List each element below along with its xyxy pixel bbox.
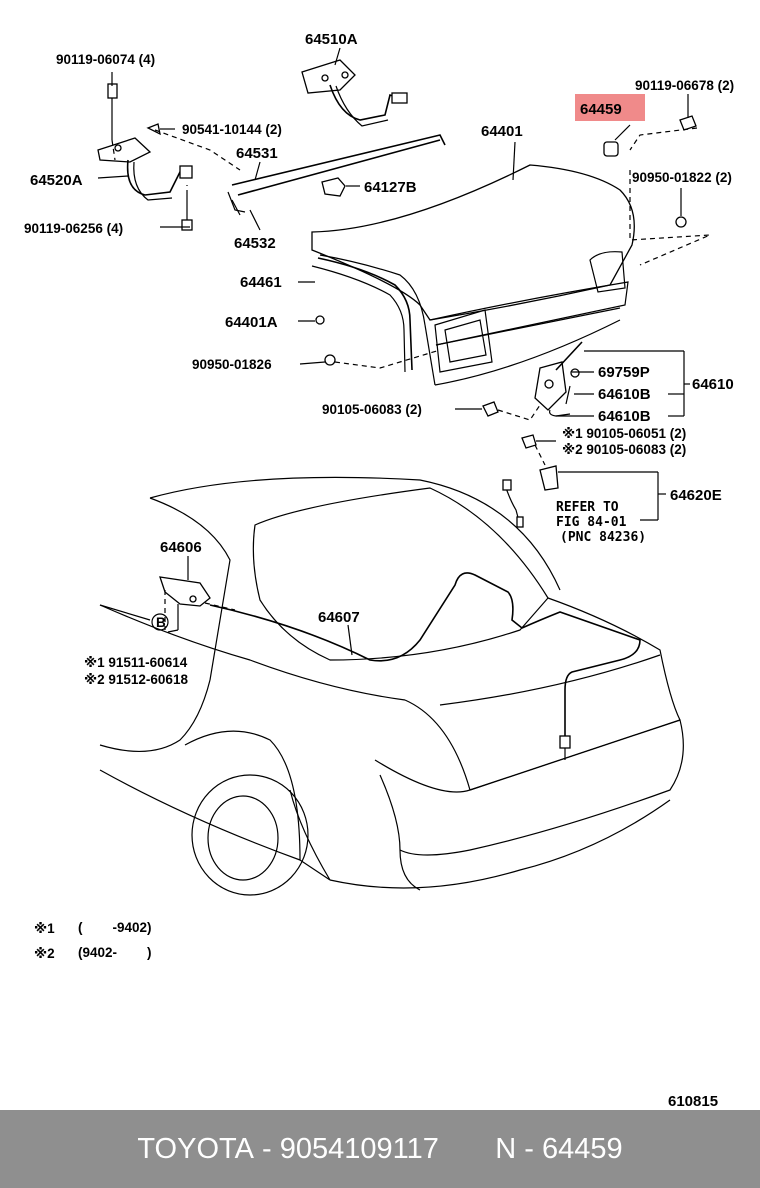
label-90105-06083: 90105-06083 (2) (322, 402, 422, 417)
label-90119-06678: 90119-06678 (2) (635, 78, 734, 93)
separator: - (516, 1132, 542, 1165)
label-64401A: 64401A (225, 314, 278, 331)
label-64532: 64532 (234, 235, 276, 252)
label-64620E: 64620E (670, 487, 722, 504)
label-69759P: 69759P (598, 364, 650, 381)
refer-line-2: FIG 84-01 (556, 515, 627, 530)
parts-diagram: 64510A 90119-06074 (4) 90541-10144 (2) 6… (24, 31, 734, 1110)
label-64610B-upper: 64610B (598, 386, 651, 403)
refer-line-3: (PNC 84236) (560, 530, 646, 545)
weatherstrip-64461 (311, 257, 413, 373)
label-64510A: 64510A (305, 31, 358, 48)
figure-number: 610815 (668, 1093, 718, 1110)
lever-64606 (159, 576, 211, 633)
hinge-64510A (301, 59, 408, 127)
lock-assembly-64610 (534, 341, 583, 417)
highlight-box-64459 (575, 94, 645, 121)
small-hardware (107, 83, 697, 449)
label-64607: 64607 (318, 609, 360, 626)
note-2-mark: ※2 (34, 946, 55, 961)
torsion-bars (227, 134, 446, 216)
note-1-range: ( -9402) (78, 920, 152, 935)
trunk-lid-64401 (311, 164, 635, 386)
part-number: 9054109117 (279, 1132, 439, 1165)
hinge-64520A (97, 137, 193, 201)
label-64461: 64461 (240, 274, 282, 291)
separator: - (253, 1132, 280, 1165)
note-2-range: (9402- ) (78, 945, 152, 960)
label-91511-60614: ※1 91511-60614 (84, 655, 188, 670)
n-label: N (495, 1132, 517, 1165)
label-90105-06051-note: ※1 90105-06051 (2) (562, 426, 686, 441)
label-64606: 64606 (160, 539, 202, 556)
label-64610B-lower: 64610B (598, 408, 651, 425)
label-64520A: 64520A (30, 172, 83, 189)
label-90950-01826: 90950-01826 (192, 357, 272, 372)
label-64401: 64401 (481, 123, 523, 140)
label-64127B: 64127B (364, 179, 417, 196)
label-64459: 64459 (580, 101, 622, 118)
label-90119-06074: 90119-06074 (4) (56, 52, 155, 67)
dashed-lines (111, 127, 711, 630)
note-1-mark: ※1 (34, 921, 55, 936)
release-cable-64607 (209, 572, 641, 760)
b-mark-circle (151, 613, 169, 631)
label-91512-60618: ※2 91512-60618 (84, 672, 188, 687)
label-64610: 64610 (692, 376, 734, 393)
label-90105-06083-note: ※2 90105-06083 (2) (562, 442, 686, 457)
spacer (439, 1133, 495, 1166)
brand-name: TOYOTA (137, 1132, 254, 1165)
label-90950-01822: 90950-01822 (2) (632, 170, 732, 185)
label-90119-06256: 90119-06256 (4) (24, 221, 123, 236)
part-info-footer: TOYOTA - 9054109117 N - 64459 (0, 1110, 760, 1188)
label-90541-10144: 90541-10144 (2) (182, 122, 282, 137)
refer-line-1: REFER TO (556, 500, 619, 515)
striker-64620E (502, 465, 559, 528)
b-mark-letter: B (156, 615, 166, 630)
label-64531: 64531 (236, 145, 278, 162)
leader-lines (97, 47, 690, 656)
pnc-number: 64459 (541, 1132, 623, 1165)
car-body-outline (99, 476, 684, 896)
